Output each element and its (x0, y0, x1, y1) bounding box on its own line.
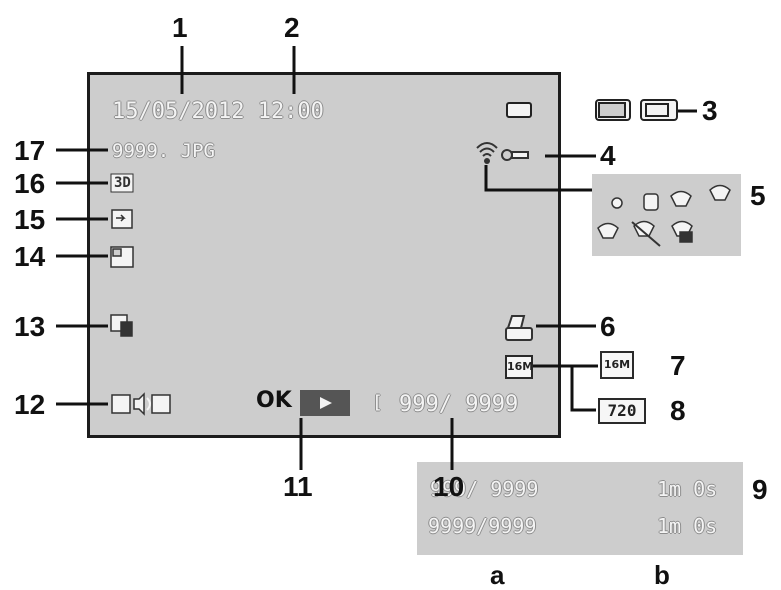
battery-icon (506, 99, 678, 121)
callout-10: 10 (433, 471, 465, 502)
callout-2: 2 (284, 12, 300, 43)
resolution-indicator-legend: 16M (600, 351, 634, 379)
callout-17: 17 (14, 135, 46, 166)
leader-line-8 (570, 366, 596, 412)
callout-14: 14 (14, 241, 46, 272)
callout-4: 4 (600, 140, 616, 171)
wifi-key-icon (476, 142, 529, 164)
play-icon (300, 390, 350, 416)
three-d-label: 3D (114, 175, 131, 191)
zoom-volume-icon (111, 392, 171, 416)
camera-screen (87, 72, 561, 438)
callout-15: 15 (14, 204, 46, 235)
resolution-indicator: 16M (505, 355, 533, 379)
panel9-row1-counter: 999/ 9999 (430, 477, 539, 501)
panel9-row2-counter: 9999/9999 (428, 514, 537, 538)
callout-5: 5 (750, 180, 766, 211)
panel9-row2-time: 1m 0s (657, 514, 718, 538)
callout-13: 13 (14, 311, 46, 342)
file-name-display: 9999. JPG (112, 140, 215, 162)
callout-8: 8 (670, 395, 686, 426)
retouch-icon (111, 209, 133, 229)
sublabel-a: a (490, 560, 505, 590)
callout-7: 7 (670, 350, 686, 381)
print-icon (505, 315, 533, 341)
album-icon (110, 246, 134, 268)
leader-line-5 (484, 165, 592, 192)
callout-9: 9 (752, 474, 768, 505)
movie-size-indicator: 720 (598, 398, 646, 424)
callout-6: 6 (600, 311, 616, 342)
frame-counter: 999/ 9999 (399, 392, 519, 417)
memory-indicator: [ (372, 392, 383, 413)
date-time-display: 15/05/2012 12:00 (112, 99, 324, 124)
callout-16: 16 (14, 168, 46, 199)
sublabel-b: b (654, 560, 670, 590)
wireless-signal-icons (597, 184, 731, 247)
callout-1: 1 (172, 12, 188, 43)
callout-11: 11 (283, 471, 313, 502)
panel9-row1-time: 1m 0s (657, 477, 718, 501)
counter-panel (417, 462, 743, 555)
callout-3: 3 (702, 95, 718, 126)
3d-icon (110, 173, 134, 193)
callout-12: 12 (14, 389, 46, 420)
ok-button-label: OK (256, 388, 292, 413)
protect-icon (110, 314, 133, 337)
